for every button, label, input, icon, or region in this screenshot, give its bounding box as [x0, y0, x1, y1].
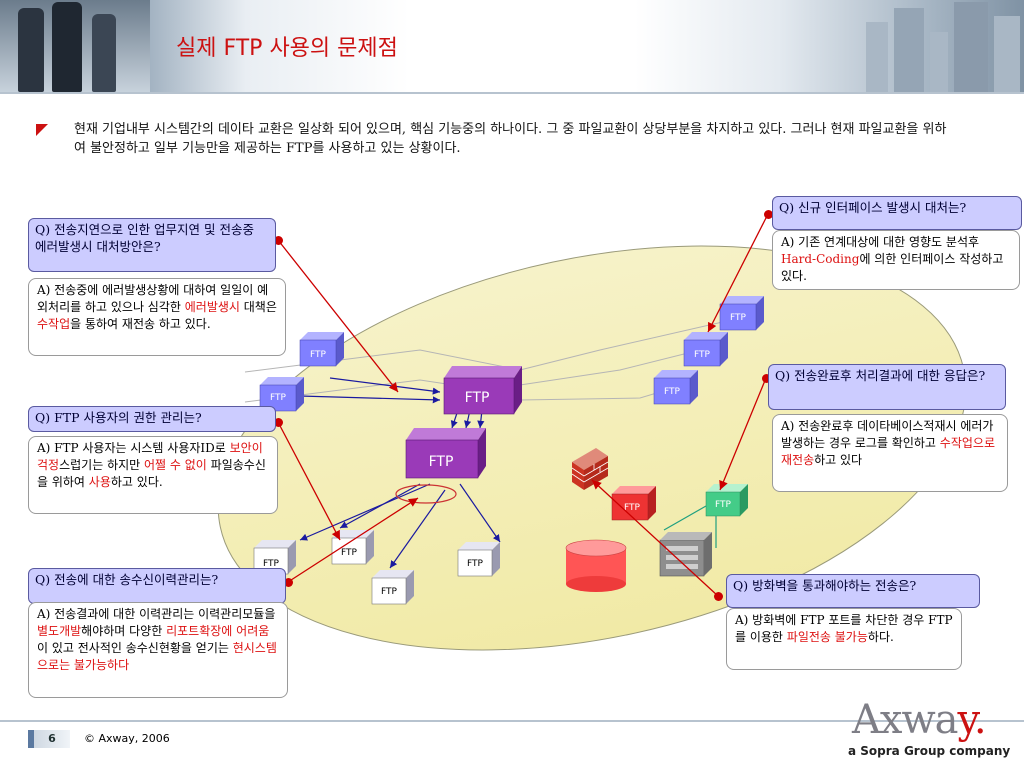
answer-text: 스럽기는 하지만	[59, 458, 145, 472]
answer-box-new-interface: A) 기존 연계대상에 대한 영향도 분석후 Hard-Coding에 의한 인…	[772, 230, 1020, 290]
server-machine-icon	[659, 532, 712, 577]
central-ftp-server: FTP	[443, 366, 522, 415]
page-number: 6	[28, 730, 70, 748]
answer-highlight: 에러발생시	[184, 300, 240, 314]
slide-title: 실제 FTP 사용의 문제점	[176, 36, 398, 61]
answer-highlight: 수작업	[37, 317, 71, 331]
connection-oval	[395, 484, 457, 504]
database-icon	[565, 539, 627, 592]
answer-box-history-management: A) 전송결과에 대한 이력관리는 이력관리모듈을 별도개발해야하며 다양한 리…	[28, 602, 288, 698]
question-box-transfer-delay: Q) 전송지연으로 인한 업무지연 및 전송중 에러발생시 대처방안은?	[28, 218, 276, 272]
callout-arrows	[277, 213, 769, 597]
ftp-node: FTP	[719, 296, 764, 331]
question-box-new-interface: Q) 신규 인터페이스 발생시 대처는?	[772, 196, 1022, 230]
answer-box-completion-response: A) 전송완료후 데이타베이스적재시 에러가 발생하는 경우 로그를 확인하고 …	[772, 414, 1008, 492]
central-ftp-label: FTP	[465, 390, 490, 406]
answer-text: 해야하며 다양한	[81, 624, 167, 638]
callout-dot	[274, 236, 283, 245]
bullet-marker	[36, 124, 48, 136]
ftp-node-label: FTP	[381, 587, 398, 597]
logo-tagline: a Sopra Group company	[848, 744, 1011, 758]
ftp-node-label: FTP	[341, 548, 358, 558]
answer-text: A) 전송결과에 대한 이력관리는 이력관리모듈을	[37, 607, 276, 621]
answer-text: A) 기존 연계대상에 대한 영향도 분석후	[781, 235, 980, 249]
answer-text: 하고 있다.	[110, 475, 163, 489]
callout-dot	[284, 578, 293, 587]
ftp-node-green: FTP	[705, 484, 748, 517]
answer-text: A) 방화벽에 FTP 포트를 차단한 경우 FTP를 이용한	[735, 613, 953, 644]
answer-text: 하다.	[867, 630, 894, 644]
header-divider	[0, 92, 1024, 94]
ftp-node-label: FTP	[270, 393, 287, 403]
answer-text: 하고 있다	[814, 453, 863, 467]
logo-accent: y	[957, 697, 975, 743]
callout-dot	[714, 592, 723, 601]
answer-highlight: 어쩔 수 없이	[144, 458, 207, 472]
ftp-node-label: FTP	[310, 350, 327, 360]
answer-highlight: 현시스템으로는 불가능하다	[37, 641, 277, 672]
answer-highlight: 별도개발	[37, 624, 82, 638]
ftp-node-label: FTP	[715, 500, 732, 510]
logo-dot: .	[973, 697, 987, 743]
answer-highlight: Hard-Coding	[781, 252, 860, 266]
firewall-icon	[571, 448, 609, 490]
ftp-node-label: FTP	[694, 350, 711, 360]
header-building	[930, 32, 948, 92]
answer-text: 이 있고 전사적인 송수신현황을 얻기는	[37, 641, 233, 655]
callout-dot	[274, 418, 283, 427]
answer-text: 을 통하여 재전송 하고 있다.	[70, 317, 211, 331]
header-building	[894, 8, 924, 92]
answer-text: 에 의한 인터페이스 작성하고 있다.	[781, 252, 1004, 283]
ftp-node-label: FTP	[467, 559, 484, 569]
answer-box-user-permission: A) FTP 사용자는 시스템 사용자ID로 보안이 걱정스럽기는 하지만 어쩔…	[28, 436, 278, 514]
answer-highlight: 보안이 걱정	[37, 441, 263, 472]
ftp-node-label: FTP	[664, 387, 681, 397]
ftp-node: FTP	[371, 570, 414, 605]
question-box-history-management: Q) 전송에 대한 송수신이력관리는?	[28, 568, 286, 604]
ftp-node: FTP	[299, 332, 344, 367]
intro-text: 현재 기업내부 시스템간의 데이타 교환은 일상화 되어 있으며, 핵심 기능중…	[74, 122, 947, 156]
answer-highlight: 사용	[88, 475, 111, 489]
answer-box-firewall: A) 방화벽에 FTP 포트를 차단한 경우 FTP를 이용한 파일전송 불가능…	[726, 608, 962, 670]
question-box-firewall: Q) 방화벽을 통과해야하는 전송은?	[726, 574, 980, 608]
header-building	[866, 22, 888, 92]
answer-highlight: 파일전송 불가능	[786, 630, 868, 644]
copyright-text: © Axway, 2006	[84, 732, 170, 745]
teal-arrow	[663, 505, 707, 531]
callout-dot	[762, 374, 771, 383]
header-building	[954, 2, 988, 92]
axway-logo: Axway.	[852, 697, 987, 743]
ftp-node: FTP	[683, 332, 728, 367]
ftp-node-red: FTP	[611, 486, 656, 521]
question-box-completion-response: Q) 전송완료후 처리결과에 대한 응답은?	[768, 364, 1006, 410]
ftp-node: FTP	[653, 370, 698, 405]
answer-box-transfer-delay: A) 전송중에 에러발생상황에 대하여 일일이 예외처리를 하고 있으나 심각한…	[28, 278, 286, 356]
answer-text: A) FTP 사용자는 시스템 사용자ID로	[37, 441, 230, 455]
answer-text: A) 전송완료후 데이타베이스적재시 에러가 발생하는 경우 로그를 확인하고	[781, 419, 994, 450]
header-photo-people	[0, 0, 150, 92]
callout-dot	[764, 210, 773, 219]
answer-highlight: 수작업으로 재전송	[781, 436, 995, 467]
answer-text: 대책은	[239, 300, 277, 314]
ftp-node-label: FTP	[730, 313, 747, 323]
header-banner	[0, 0, 1024, 92]
header-building	[994, 16, 1020, 92]
question-box-user-permission: Q) FTP 사용자의 권한 관리는?	[28, 406, 276, 432]
central-ftp-server: FTP	[405, 428, 486, 479]
ftp-node-label: FTP	[624, 503, 641, 513]
ftp-node: FTP	[457, 542, 500, 577]
answer-text: A) 전송중에 에러발생상황에 대하여 일일이 예외처리를 하고 있으나 심각한	[37, 283, 269, 314]
central-ftp-label: FTP	[429, 454, 454, 470]
ftp-node: FTP	[331, 530, 374, 565]
footer-divider	[0, 720, 1024, 722]
answer-highlight: 리포트확장에 어려움	[166, 624, 270, 638]
ftp-node-label: FTP	[263, 559, 280, 569]
answer-text: 파일송수신을 위하여	[37, 458, 266, 489]
logo-main: Axwa	[852, 697, 959, 743]
